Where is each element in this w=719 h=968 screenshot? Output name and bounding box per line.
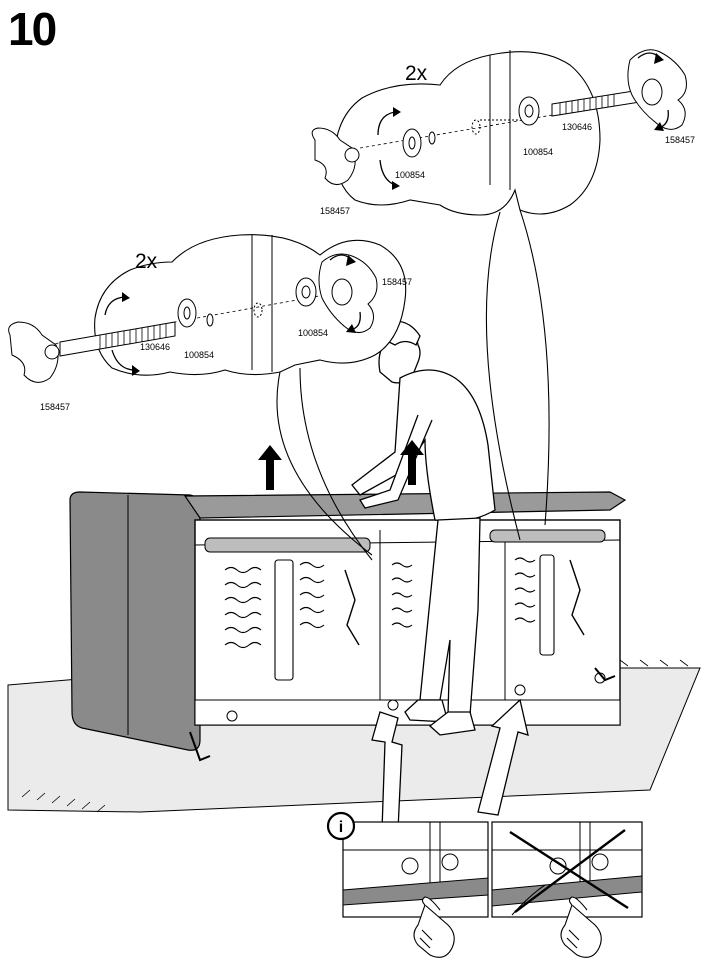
part-number-washer: 100854	[523, 147, 553, 157]
part-number-bolt: 130646	[140, 342, 170, 352]
detail-callout-upper: 2x 158457 100854 100854 130646 158457	[311, 49, 695, 541]
part-number-bolt: 130646	[562, 122, 592, 132]
detail-callout-lower: 2x 158457 130646 100854 100854 158457	[8, 234, 412, 561]
info-icon	[326, 811, 356, 841]
part-number-wing-nut: 158457	[320, 206, 350, 216]
quantity-label: 2x	[135, 250, 158, 273]
lift-arrows	[258, 440, 424, 490]
part-number-washer: 100854	[184, 350, 214, 360]
part-number-washer: 100854	[395, 170, 425, 180]
pointing-hand-icon	[413, 896, 455, 958]
part-number-wing-nut: 158457	[40, 402, 70, 412]
quantity-label: 2x	[405, 62, 428, 85]
info-panel: i	[326, 811, 643, 958]
incorrect-cross-icon	[509, 829, 629, 913]
part-number-washer: 100854	[298, 328, 328, 338]
person-lifting-sofa	[351, 320, 496, 736]
pointer-arrows	[371, 698, 529, 831]
info-icon-glyph: i	[339, 819, 343, 836]
sofa-frame	[69, 491, 627, 762]
part-number-wing-nut: 158457	[382, 277, 412, 287]
pointing-hand-icon	[560, 896, 602, 958]
step-number: 10	[8, 3, 57, 55]
part-number-wing-nut: 158457	[665, 135, 695, 145]
sofa-springs	[224, 554, 585, 681]
